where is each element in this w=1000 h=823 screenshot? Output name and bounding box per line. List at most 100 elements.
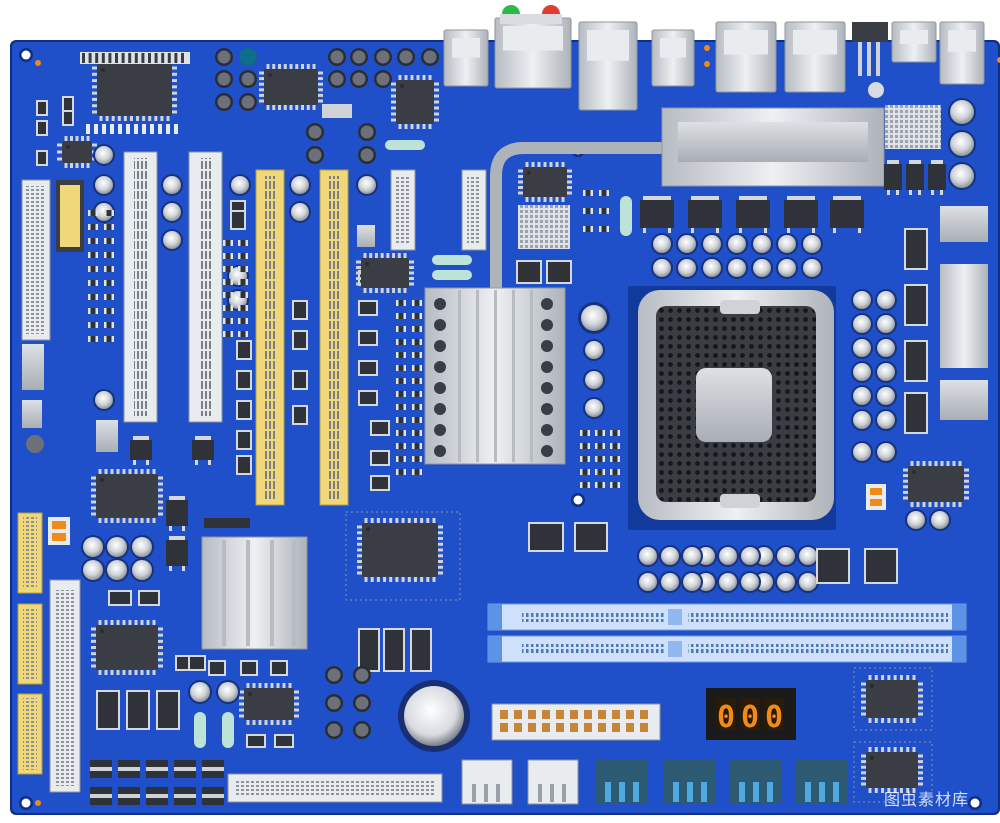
resistor (396, 365, 406, 371)
inductor (96, 420, 118, 452)
header-pins (26, 186, 46, 334)
heatsink-fin (512, 290, 515, 462)
capacitor (659, 545, 681, 567)
usb-header-pin (584, 723, 592, 732)
pin (161, 53, 165, 63)
solder-dot (997, 57, 1000, 63)
pin (141, 53, 145, 63)
smd-component (370, 475, 390, 491)
usb-header-pin (500, 723, 508, 732)
smd-component (208, 660, 226, 676)
resistor (88, 294, 98, 300)
heatsink-screw (434, 298, 446, 310)
fan-pin (673, 782, 679, 802)
pin (167, 53, 171, 63)
mosfet (906, 160, 924, 195)
capacitor (161, 201, 183, 223)
resistor (599, 208, 609, 214)
small-capacitor (306, 146, 324, 164)
smd-component (292, 405, 308, 425)
resistor (88, 224, 98, 230)
capacitor (651, 257, 673, 279)
capacitor (717, 545, 739, 567)
oval-pad (432, 270, 472, 280)
small-capacitor (325, 721, 343, 739)
capacitor (851, 289, 873, 311)
resistor (223, 279, 233, 285)
resistor (238, 266, 248, 272)
sata-pins (23, 608, 37, 680)
usb-header-pin (612, 723, 620, 732)
mosfet (928, 160, 946, 195)
resistor (238, 240, 248, 246)
resistor (583, 190, 593, 196)
resistor (104, 322, 114, 328)
smd-component (292, 370, 308, 390)
io-port-opening (587, 30, 629, 61)
fan-pin (496, 784, 500, 802)
pin (174, 124, 178, 134)
mounting-hole (21, 50, 31, 60)
heatsink-fin (476, 290, 479, 462)
resistor (595, 443, 605, 449)
jumper-pin (52, 533, 66, 541)
pin (134, 53, 138, 63)
smd-pack-lead (146, 767, 168, 771)
sata-port-yellow (60, 185, 80, 247)
capacitor (929, 509, 951, 531)
solder-dot (704, 61, 710, 67)
resistor (88, 252, 98, 258)
pin (86, 124, 90, 134)
capacitor (751, 233, 773, 255)
capacitor (581, 305, 607, 331)
small-capacitor (215, 93, 233, 111)
smd-component (904, 228, 928, 270)
fan-pin (687, 782, 693, 802)
fan-pin (619, 782, 625, 802)
ic-chip (239, 683, 299, 725)
dimm-key (668, 641, 682, 657)
capacitor (739, 545, 761, 567)
capacitor (875, 361, 897, 383)
resistor (595, 430, 605, 436)
smd-component (904, 392, 928, 434)
mosfet (640, 196, 674, 233)
heatsink-fin (270, 540, 274, 646)
dimm-pins (522, 612, 664, 622)
small-capacitor (239, 93, 257, 111)
smd-component (274, 734, 294, 748)
post-digit: 0 (765, 700, 783, 735)
smd-component (358, 300, 378, 316)
resistor (88, 336, 98, 342)
capacitor (130, 535, 154, 559)
smd-pack-lead (202, 794, 224, 798)
dimm-pins (688, 612, 948, 622)
smd-component (188, 655, 206, 671)
sata-pins (23, 698, 37, 770)
capacitor (583, 369, 605, 391)
ic-chip (391, 75, 439, 129)
heatsink-screw (541, 340, 553, 352)
resistor (396, 391, 406, 397)
usb-header-pin (556, 710, 564, 719)
capacitor (775, 571, 797, 593)
side-connector (940, 380, 988, 420)
usb-header-pin (598, 710, 606, 719)
smd-component (358, 360, 378, 376)
smd-pack-lead (146, 794, 168, 798)
watermark-text: 图虫素材库 (884, 790, 970, 809)
ic-chip (903, 461, 969, 507)
capacitor (681, 545, 703, 567)
pin (82, 53, 85, 63)
resistor (104, 336, 114, 342)
resistor (104, 280, 114, 286)
capacitor (851, 441, 873, 463)
usb-header-pin (640, 710, 648, 719)
resistor (88, 308, 98, 314)
smd-component (270, 660, 288, 676)
capacitor (948, 130, 976, 158)
chipset-heatsink (201, 536, 308, 650)
resistor (412, 300, 422, 306)
small-capacitor (374, 48, 392, 66)
small-capacitor (374, 70, 392, 88)
